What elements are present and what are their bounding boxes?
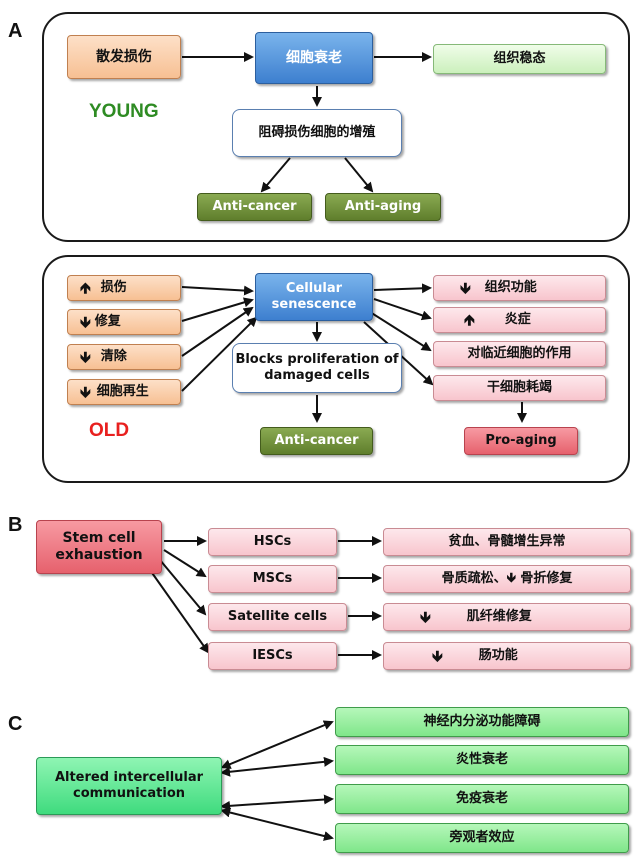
old-input-clearance: 🡻 清除 bbox=[67, 344, 181, 370]
stem-effect-muscle-repair: 🡻 肌纤维修复 bbox=[383, 603, 631, 631]
stem-row-satellite: Satellite cells bbox=[208, 603, 347, 631]
stem-row-mscs: MSCs bbox=[208, 565, 337, 593]
down-arrow-icon: 🡻 bbox=[80, 313, 91, 331]
old-anti-cancer-box: Anti-cancer bbox=[260, 427, 373, 455]
altered-communication-box: Altered intercellular communication bbox=[36, 757, 222, 815]
stem-effect-anemia: 贫血、骨髓增生异常 bbox=[383, 528, 631, 556]
young-label: YOUNG bbox=[89, 101, 159, 122]
stem-effect-osteoporosis: 骨质疏松、🡻 骨折修复 bbox=[383, 565, 631, 593]
old-input-label: 修复 bbox=[94, 314, 121, 330]
comm-target-immunosenescence: 免疫衰老 bbox=[335, 784, 629, 814]
old-label: OLD bbox=[89, 420, 130, 441]
down-arrow-icon: 🡻 bbox=[80, 383, 91, 401]
up-arrow-icon: 🡹 bbox=[464, 311, 475, 329]
panel-label-a: A bbox=[8, 20, 23, 42]
old-input-label: 损伤 bbox=[100, 280, 127, 296]
stem-effect-intestinal: 🡻 肠功能 bbox=[383, 642, 631, 670]
old-input-label: 细胞再生 bbox=[96, 384, 149, 400]
stem-effect-label: 肠功能 bbox=[478, 648, 518, 664]
block-proliferation-box: 阻碍损伤细胞的增殖 bbox=[232, 109, 402, 157]
young-anti-aging-box: Anti-aging bbox=[325, 193, 441, 221]
old-input-damage: 🡹 损伤 bbox=[67, 275, 181, 301]
old-output-label: 组织功能 bbox=[484, 280, 537, 296]
old-senescence-box: Cellular senescence bbox=[255, 273, 373, 321]
down-arrow-icon: 🡻 bbox=[432, 647, 443, 665]
up-arrow-icon: 🡹 bbox=[80, 279, 91, 297]
stem-effect-label: 肌纤维修复 bbox=[466, 609, 532, 625]
old-output-neighbor-effect: 对临近细胞的作用 bbox=[433, 341, 606, 367]
comm-target-bystander: 旁观者效应 bbox=[335, 823, 629, 853]
old-output-inflammation: 🡹 炎症 bbox=[433, 307, 606, 333]
pro-aging-box: Pro-aging bbox=[464, 427, 578, 455]
old-output-tissue-function: 🡻 组织功能 bbox=[433, 275, 606, 301]
panel-label-c: C bbox=[8, 713, 23, 735]
young-anti-cancer-box: Anti-cancer bbox=[197, 193, 312, 221]
old-input-regeneration: 🡻 细胞再生 bbox=[67, 379, 181, 405]
down-arrow-icon: 🡻 bbox=[80, 348, 91, 366]
blocks-proliferation-box: Blocks proliferation of damaged cells bbox=[232, 343, 402, 393]
panel-label-b: B bbox=[8, 514, 23, 536]
stem-cell-exhaustion-box: Stem cell exhaustion bbox=[36, 520, 162, 574]
stem-row-iescs: IESCs bbox=[208, 642, 337, 670]
down-arrow-icon: 🡻 bbox=[420, 608, 431, 626]
sporadic-damage-box: 散发损伤 bbox=[67, 35, 181, 79]
comm-target-inflammaging: 炎性衰老 bbox=[335, 745, 629, 775]
young-senescence-box: 细胞衰老 bbox=[255, 32, 373, 84]
old-output-label: 炎症 bbox=[504, 312, 531, 328]
old-input-label: 清除 bbox=[100, 349, 127, 365]
tissue-homeostasis-box: 组织稳态 bbox=[433, 44, 606, 74]
stem-row-hscs: HSCs bbox=[208, 528, 337, 556]
comm-target-neuroendocrine: 神经内分泌功能障碍 bbox=[335, 707, 629, 737]
down-arrow-icon: 🡻 bbox=[460, 279, 471, 297]
old-input-repair: 🡻 修复 bbox=[67, 309, 181, 335]
old-output-stem-exhaustion: 干细胞耗竭 bbox=[433, 375, 606, 401]
